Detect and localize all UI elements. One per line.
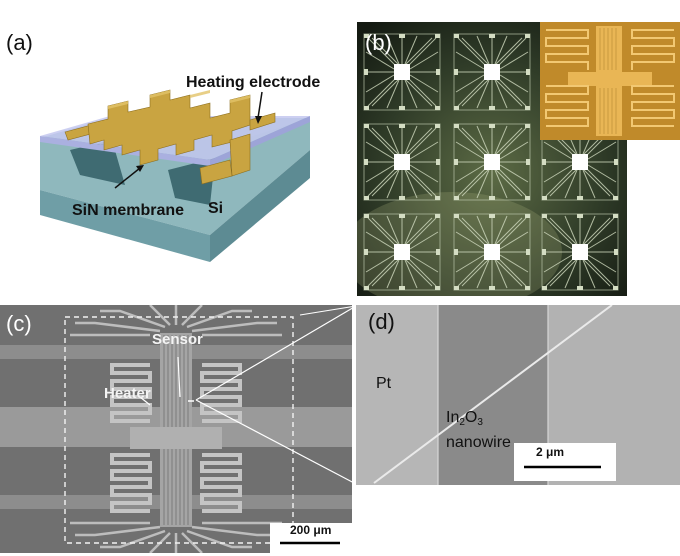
nanowire-label: In2O3 nanowire: [446, 408, 511, 453]
nanowire-word: nanowire: [446, 434, 511, 451]
heating-electrode-label: Heating electrode: [186, 74, 321, 91]
panel-d-label: (d): [368, 309, 395, 334]
device-3d-illustration: [40, 89, 310, 262]
panel-c-label: (c): [6, 311, 32, 336]
panel-a: (a) Heating el: [0, 0, 345, 300]
heater-inset-photo: [540, 22, 680, 140]
sem-nanowire-image: [356, 305, 680, 485]
nanowire-formula-sub2: 2: [459, 417, 465, 428]
panel-c: (c) Sensor Heater 200 μm: [0, 305, 352, 553]
heater-label: Heater: [104, 385, 151, 402]
nanowire-formula-o: O: [464, 409, 478, 426]
scale-bar-c: 200 μm: [290, 523, 332, 537]
panel-d: (d) Pt In2O3 nanowire 2 μm: [356, 305, 680, 485]
sensor-label: Sensor: [152, 331, 203, 348]
si-label: Si: [208, 200, 224, 217]
nanowire-formula-in: In: [446, 409, 460, 426]
nanowire-formula-sub3: 3: [477, 417, 483, 428]
membrane-label: SiN membrane: [72, 202, 185, 219]
scale-bar-d: 2 μm: [536, 445, 565, 459]
panel-b: (b): [357, 22, 680, 296]
pt-label: Pt: [376, 375, 392, 392]
panel-a-label: (a): [6, 30, 33, 55]
panel-b-label: (b): [365, 30, 392, 55]
